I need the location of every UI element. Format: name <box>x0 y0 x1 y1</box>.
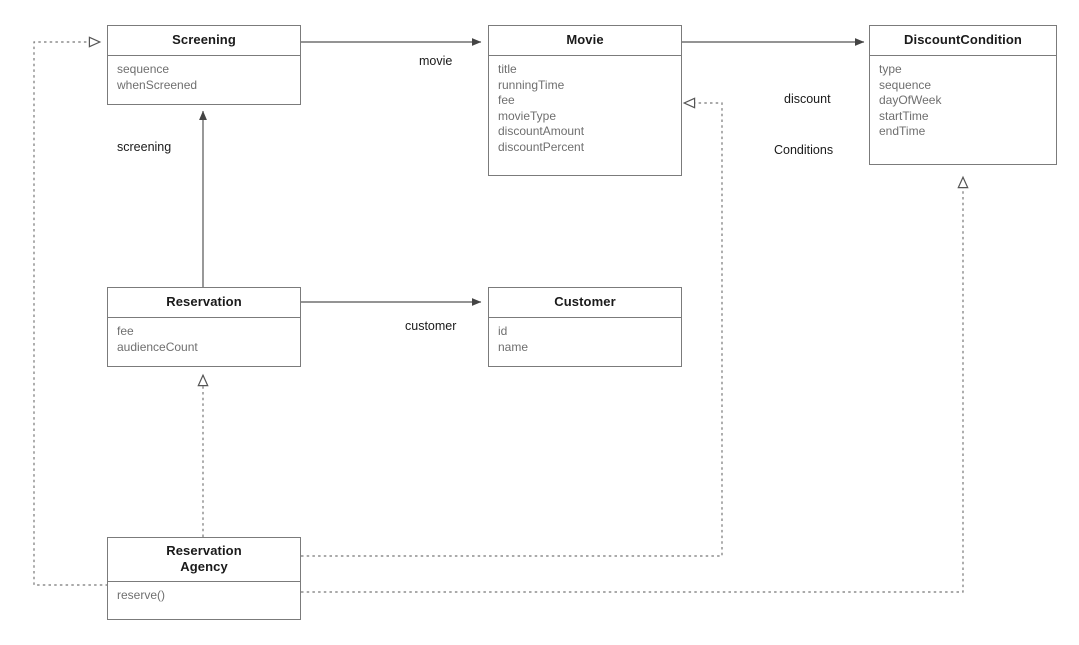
edge-label-movie: movie <box>419 54 453 68</box>
class-operations-reservationagency: reserve() <box>108 582 300 610</box>
edge-label-screening: screening <box>117 140 172 154</box>
attribute-item: fee <box>498 93 515 107</box>
edge-reservationagency-to-screening <box>33 42 108 586</box>
class-attributes-movie: title runningTime fee movieType discount… <box>489 56 681 161</box>
edge-label-line-2: Conditions <box>774 143 834 157</box>
attribute-item: discountPercent <box>498 139 585 154</box>
operation-item: reserve() <box>117 588 166 602</box>
attribute-item: type <box>879 62 902 76</box>
class-box-customer[interactable]: Customer id name <box>488 287 682 367</box>
class-attributes-screening: sequence whenScreened <box>108 56 300 99</box>
attribute-item: runningTime <box>498 77 565 92</box>
attribute-item: startTime <box>879 108 929 123</box>
attribute-item: fee <box>117 324 134 338</box>
attribute-item: movieType <box>498 108 557 123</box>
edge-label-customer: customer <box>405 319 457 333</box>
edge-label-discount-conditions: discount Conditions <box>774 57 833 193</box>
class-attributes-discountcondition: type sequence dayOfWeek startTime endTim… <box>870 56 1056 146</box>
class-name-line-1: Reservation <box>166 543 242 558</box>
class-name-discountcondition: DiscountCondition <box>870 26 1056 56</box>
attribute-item: id <box>498 324 508 338</box>
attribute-item: discountAmount <box>498 124 585 138</box>
attribute-item: title <box>498 62 517 76</box>
attribute-item: whenScreened <box>117 77 198 92</box>
class-name-screening: Screening <box>108 26 300 56</box>
edge-label-line-1: discount <box>784 92 831 106</box>
class-box-reservation[interactable]: Reservation fee audienceCount <box>107 287 301 367</box>
attribute-item: endTime <box>879 124 926 138</box>
attribute-item: sequence <box>117 62 170 76</box>
class-name-reservationagency: Reservation Agency <box>108 538 300 582</box>
class-box-screening[interactable]: Screening sequence whenScreened <box>107 25 301 105</box>
class-attributes-customer: id name <box>489 318 681 361</box>
attribute-item: dayOfWeek <box>879 93 942 107</box>
class-box-reservationagency[interactable]: Reservation Agency reserve() <box>107 537 301 620</box>
edge-reservationagency-to-discountcondition <box>301 177 963 593</box>
class-name-line-2: Agency <box>180 559 228 574</box>
attribute-item: sequence <box>879 77 932 92</box>
attribute-item: name <box>498 339 529 354</box>
class-name-reservation: Reservation <box>108 288 300 318</box>
attribute-item: audienceCount <box>117 339 198 354</box>
class-attributes-reservation: fee audienceCount <box>108 318 300 361</box>
class-box-discountcondition[interactable]: DiscountCondition type sequence dayOfWee… <box>869 25 1057 165</box>
class-name-customer: Customer <box>489 288 681 318</box>
class-name-movie: Movie <box>489 26 681 56</box>
class-box-movie[interactable]: Movie title runningTime fee movieType di… <box>488 25 682 176</box>
